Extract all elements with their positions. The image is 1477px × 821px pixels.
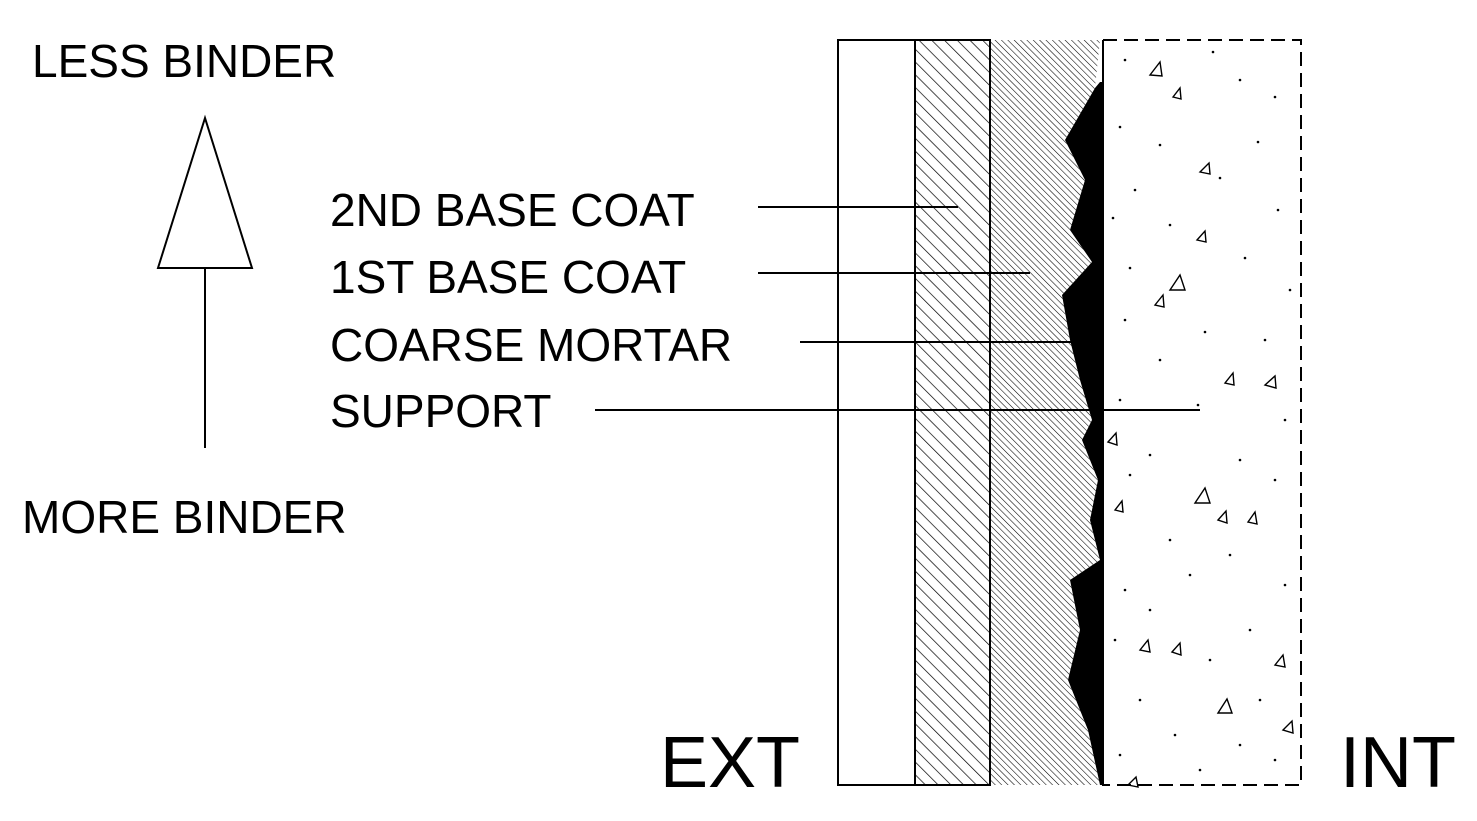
exterior-finish-layer bbox=[837, 39, 916, 786]
second-base-coat-layer bbox=[914, 39, 991, 786]
more-binder-label: MORE BINDER bbox=[22, 491, 347, 543]
first-base-coat-label: 1ST BASE COAT bbox=[330, 251, 686, 303]
coarse-mortar-label: COARSE MORTAR bbox=[330, 319, 732, 371]
coarse-mortar-layer bbox=[1062, 82, 1103, 785]
wall-section bbox=[837, 39, 1302, 788]
support-layer bbox=[1102, 39, 1302, 786]
second-base-coat-label: 2ND BASE COAT bbox=[330, 184, 695, 236]
support-label: SUPPORT bbox=[330, 385, 552, 437]
aggregate-dots bbox=[1111, 50, 1292, 772]
first-base-coat-layer bbox=[990, 40, 1100, 785]
binder-direction-arrow bbox=[156, 114, 254, 448]
interior-label: INT bbox=[1340, 723, 1456, 803]
exterior-label: EXT bbox=[660, 723, 800, 803]
aggregate-marks bbox=[1106, 60, 1294, 788]
less-binder-label: LESS BINDER bbox=[32, 35, 336, 87]
arrow-head bbox=[156, 114, 254, 269]
leader-lines bbox=[595, 206, 1200, 411]
